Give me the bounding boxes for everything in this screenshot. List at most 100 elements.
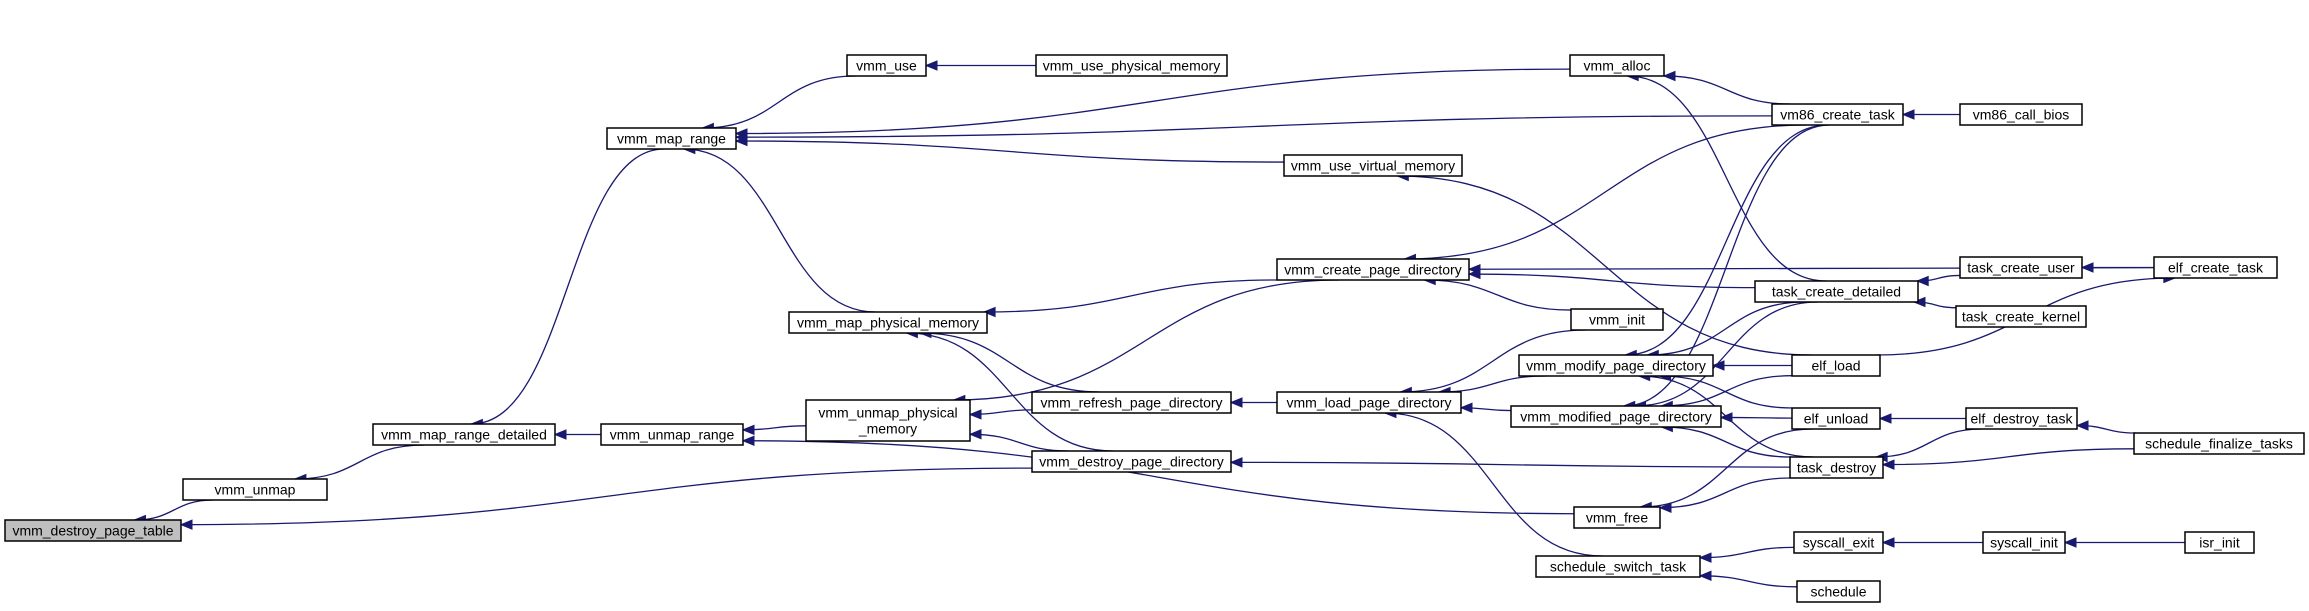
edge-vmm-init-to-vmm-create-page-directory <box>1424 279 1572 311</box>
node-box[interactable] <box>788 311 988 334</box>
node-box[interactable] <box>1276 391 1462 414</box>
node-schedule[interactable]: schedule <box>1796 580 1881 603</box>
node-box[interactable] <box>1754 280 1919 303</box>
node-box[interactable] <box>606 127 737 150</box>
arrowhead-icon <box>2075 420 2089 431</box>
node-vmm-modify-page-directory[interactable]: vmm_modify_page_directory <box>1518 354 1714 377</box>
edge-vmm-unmap-to-vmm-destroy-page-table <box>134 499 214 521</box>
node-box[interactable] <box>1793 531 1884 554</box>
node-vmm-destroy-page-table[interactable]: vmm_destroy_page_table <box>4 519 182 542</box>
node-vmm-map-range-detailed[interactable]: vmm_map_range_detailed <box>372 423 556 446</box>
node-task-create-detailed[interactable]: task_create_detailed <box>1754 280 1919 303</box>
node-syscall-exit[interactable]: syscall_exit <box>1793 531 1884 554</box>
edge-schedule-to-schedule-switch-task <box>1699 575 1798 588</box>
node-vmm-use-physical-memory[interactable]: vmm_use_physical_memory <box>1035 54 1228 77</box>
node-box[interactable] <box>182 478 328 501</box>
node-box[interactable] <box>372 423 556 446</box>
node-label: vmm_modified_page_directory <box>1520 409 1711 425</box>
node-elf-create-task[interactable]: elf_create_task <box>2153 256 2278 279</box>
node-box[interactable] <box>4 519 182 542</box>
edge-task-create-detailed-to-vmm-modify-page-directory <box>1647 301 1806 356</box>
arrowhead-icon <box>1881 537 1895 548</box>
node-box[interactable] <box>2184 531 2255 554</box>
node-vmm-map-physical-memory[interactable]: vmm_map_physical_memory <box>788 311 988 334</box>
arrowhead-icon <box>1698 552 1712 563</box>
node-box[interactable] <box>1510 405 1722 428</box>
node-vmm-init[interactable]: vmm_init <box>1570 308 1664 331</box>
node-box[interactable] <box>1276 258 1470 281</box>
node-box[interactable] <box>1771 103 1904 126</box>
edge-vmm-refresh-page-directory-to-vmm-map-physical-memory <box>919 332 1100 393</box>
node-box[interactable] <box>1791 407 1881 430</box>
arrowhead-icon <box>1229 457 1243 468</box>
edge-vmm-use-to-vmm-map-range <box>702 75 856 129</box>
node-vmm-use[interactable]: vmm_use <box>846 54 927 77</box>
node-elf-unload[interactable]: elf_unload <box>1791 407 1881 430</box>
node-box[interactable] <box>846 54 927 77</box>
node-box[interactable] <box>1570 308 1664 331</box>
node-vmm-unmap-range[interactable]: vmm_unmap_range <box>600 423 744 446</box>
node-box[interactable] <box>1789 456 1884 479</box>
node-vm86-call-bios[interactable]: vm86_call_bios <box>1959 103 2083 126</box>
edge-elf-destroy-task-to-task-destroy <box>1876 428 1982 458</box>
node-box[interactable] <box>1982 531 2066 554</box>
arrowhead-icon <box>1459 402 1473 413</box>
arrowhead-icon <box>1719 412 1733 423</box>
edge-vmm-modify-page-directory-to-vmm-load-page-directory <box>1439 375 1546 393</box>
arrowhead-icon <box>179 519 193 530</box>
node-task-destroy[interactable]: task_destroy <box>1789 456 1884 479</box>
node-vm86-create-task[interactable]: vm86_create_task <box>1771 103 1904 126</box>
node-box[interactable] <box>1031 450 1232 473</box>
node-box[interactable] <box>1569 54 1665 77</box>
node-isr-init[interactable]: isr_init <box>2184 531 2255 554</box>
node-box[interactable] <box>600 423 744 446</box>
node-label: isr_init <box>2199 535 2240 551</box>
node-schedule-switch-task[interactable]: schedule_switch_task <box>1535 555 1701 578</box>
node-vmm-unmap-physical-memory[interactable]: vmm_unmap_physical_memory <box>805 399 971 442</box>
node-box[interactable] <box>1791 354 1881 377</box>
node-vmm-use-virtual-memory[interactable]: vmm_use_virtual_memory <box>1283 154 1463 177</box>
node-box[interactable] <box>805 399 971 442</box>
node-task-create-user[interactable]: task_create_user <box>1959 256 2083 279</box>
node-box[interactable] <box>1959 103 2083 126</box>
node-elf-destroy-task[interactable]: elf_destroy_task <box>1965 407 2078 430</box>
node-label: vmm_load_page_directory <box>1287 395 1452 411</box>
arrowhead-icon <box>2063 537 2077 548</box>
node-box[interactable] <box>1955 305 2087 328</box>
node-box[interactable] <box>1965 407 2078 430</box>
node-label: syscall_init <box>1990 535 2058 551</box>
node-box[interactable] <box>1031 391 1232 414</box>
node-vmm-unmap[interactable]: vmm_unmap <box>182 478 328 501</box>
node-vmm-create-page-directory[interactable]: vmm_create_page_directory <box>1276 258 1470 281</box>
node-box[interactable] <box>2133 432 2305 455</box>
node-box[interactable] <box>2153 256 2278 279</box>
call-graph-nodes: vmm_destroy_page_table vmm_unmap vmm_map_r… <box>4 54 2305 603</box>
node-label: vmm_use_virtual_memory <box>1291 158 1455 174</box>
node-vmm-modified-page-directory[interactable]: vmm_modified_page_directory <box>1510 405 1722 428</box>
node-label: vmm_alloc <box>1584 58 1651 74</box>
node-box[interactable] <box>1573 506 1661 529</box>
node-box[interactable] <box>1283 154 1463 177</box>
edge-schedule-finalize-tasks-to-task-destroy <box>1882 448 2135 466</box>
node-box[interactable] <box>1535 555 1701 578</box>
node-vmm-destroy-page-directory[interactable]: vmm_destroy_page_directory <box>1031 450 1232 473</box>
node-task-create-kernel[interactable]: task_create_kernel <box>1955 305 2087 328</box>
node-vmm-refresh-page-directory[interactable]: vmm_refresh_page_directory <box>1031 391 1232 414</box>
node-schedule-finalize-tasks[interactable]: schedule_finalize_tasks <box>2133 432 2305 455</box>
node-box[interactable] <box>1518 354 1714 377</box>
node-vmm-free[interactable]: vmm_free <box>1573 506 1661 529</box>
node-vmm-alloc[interactable]: vmm_alloc <box>1569 54 1665 77</box>
edge-vmm-create-page-directory-to-vmm-unmap-physical-memory <box>953 279 1340 401</box>
node-vmm-map-range[interactable]: vmm_map_range <box>606 127 737 150</box>
edge-vm86-create-task-to-vmm-alloc <box>1663 75 1791 105</box>
node-syscall-init[interactable]: syscall_init <box>1982 531 2066 554</box>
node-label: vmm_unmap_physical <box>818 405 957 421</box>
node-box[interactable] <box>1035 54 1228 77</box>
edge-vmm-map-range-detailed-to-vmm-unmap <box>294 444 425 480</box>
node-box[interactable] <box>1796 580 1881 603</box>
node-elf-load[interactable]: elf_load <box>1791 354 1881 377</box>
node-vmm-load-page-directory[interactable]: vmm_load_page_directory <box>1276 391 1462 414</box>
arrowhead-icon <box>1912 296 1926 308</box>
node-label: vmm_destroy_page_table <box>12 523 173 539</box>
node-box[interactable] <box>1959 256 2083 279</box>
